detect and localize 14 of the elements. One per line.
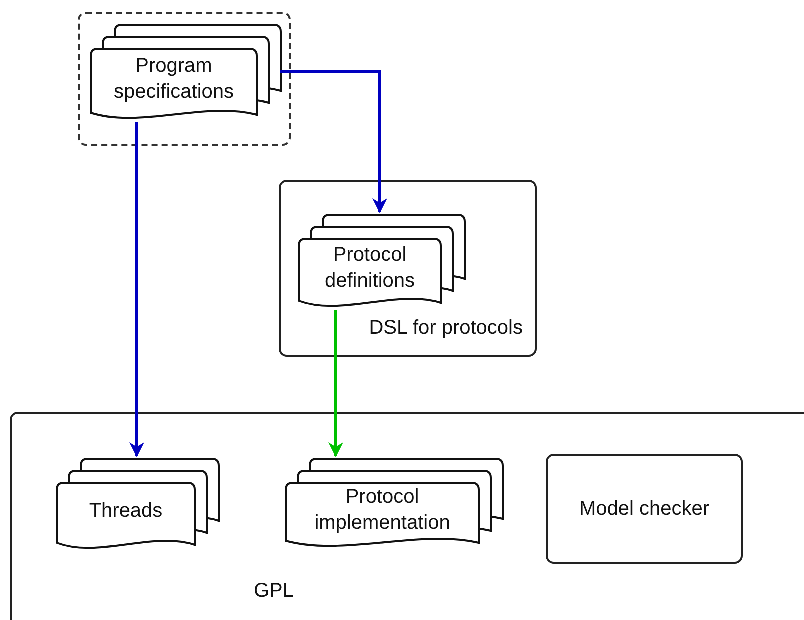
container-box	[279, 180, 537, 357]
document-label: Threads	[89, 499, 163, 524]
container-label: GPL	[254, 579, 294, 604]
container-label: DSL for protocols	[369, 316, 523, 341]
dashed-group-box	[78, 12, 291, 146]
document-label: Protocol definitions	[324, 243, 416, 294]
box-label: Model checker	[579, 497, 710, 522]
arrow	[280, 70, 388, 214]
document-label: Program specifications	[112, 54, 236, 105]
document-label: Protocol implementation	[314, 485, 452, 536]
container-box	[10, 412, 804, 620]
arrow	[130, 122, 144, 458]
arrow	[328, 310, 344, 458]
process-box	[546, 454, 743, 564]
